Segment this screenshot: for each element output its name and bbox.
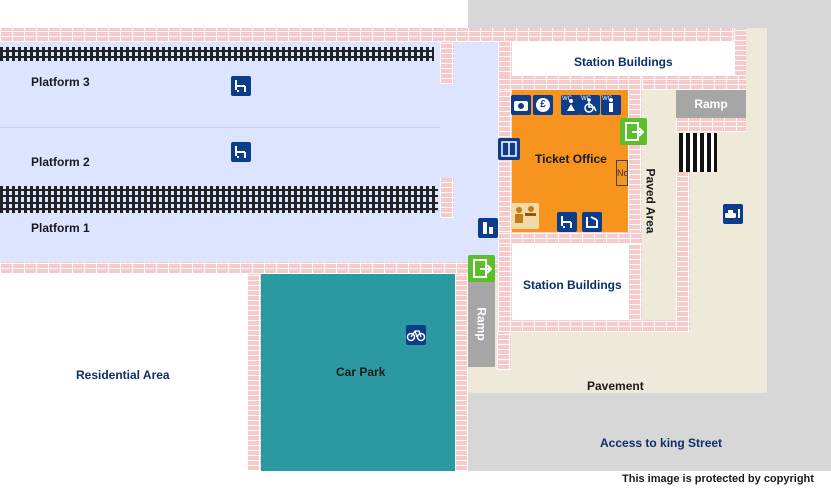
male-toilet-icon: WC bbox=[601, 95, 621, 115]
station-buildings-top-label: Station Buildings bbox=[574, 55, 673, 69]
lift-icon bbox=[498, 138, 520, 160]
access-label: Access to king Street bbox=[600, 436, 723, 450]
ramp-side-label: Ramp bbox=[474, 306, 489, 341]
station-buildings-top bbox=[512, 42, 734, 76]
taxi-icon bbox=[723, 204, 743, 224]
ticket-office-side-sign-text: No bbox=[617, 168, 628, 178]
pavement-label: Pavement bbox=[587, 379, 644, 393]
ticket-office-label: Ticket Office bbox=[535, 152, 607, 166]
bicycle-icon bbox=[406, 325, 426, 345]
seat-icon bbox=[557, 212, 577, 232]
railway-track-upper bbox=[0, 47, 434, 61]
wc-label: WC bbox=[562, 96, 572, 102]
track-buffer-upper bbox=[440, 42, 454, 84]
waiting-room-icon bbox=[582, 212, 602, 232]
seat-icon bbox=[231, 76, 251, 96]
exit-icon bbox=[620, 118, 647, 145]
residential-area-label: Residential Area bbox=[76, 368, 170, 382]
ramp-wall-top bbox=[642, 76, 746, 90]
carpark-wall-left bbox=[247, 274, 261, 471]
ramp-side-wall-bottom bbox=[497, 332, 511, 370]
railway-track-lower-1 bbox=[0, 186, 438, 200]
car-park-label: Car Park bbox=[336, 365, 386, 379]
track-buffer-lower bbox=[440, 178, 454, 218]
ticket-office-side-sign: No bbox=[616, 160, 628, 186]
ticket-office-wall-right bbox=[628, 76, 642, 320]
staff-help-icon bbox=[511, 203, 539, 229]
station-wall-inner-left bbox=[498, 42, 512, 332]
exit-icon bbox=[468, 255, 495, 282]
station-wall-top bbox=[0, 28, 746, 42]
female-toilet-icon: WC bbox=[561, 95, 581, 115]
station-buildings-bottom-label: Station Buildings bbox=[523, 278, 622, 292]
copyright-notice: This image is protected by copyright bbox=[622, 473, 814, 485]
car-park bbox=[261, 274, 455, 471]
photo-booth-icon bbox=[511, 95, 531, 115]
accessible-toilet-icon: WC bbox=[580, 95, 600, 115]
platform-2-label: Platform 2 bbox=[31, 155, 90, 169]
paved-wall-right bbox=[676, 172, 690, 332]
ramp-top: Ramp bbox=[676, 90, 746, 118]
zebra-crossing bbox=[679, 133, 717, 172]
station-wall-bottom bbox=[498, 320, 690, 332]
platform-1-label: Platform 1 bbox=[31, 221, 90, 235]
seat-icon bbox=[231, 142, 251, 162]
platform-wall-bottom bbox=[0, 262, 510, 274]
railway-track-lower-2 bbox=[0, 199, 438, 213]
station-buildings-bottom bbox=[512, 244, 628, 320]
cash-machine-icon: £ bbox=[533, 95, 553, 115]
wc-label: WC bbox=[602, 96, 612, 102]
station-wall-middle bbox=[498, 232, 642, 244]
paved-area-label: Paved Area bbox=[643, 168, 658, 234]
wc-label: WC bbox=[581, 96, 591, 102]
ramp-wall-bottom bbox=[676, 118, 746, 132]
platform-divider-a bbox=[0, 127, 440, 128]
pound-sign: £ bbox=[540, 99, 546, 110]
ramp-top-label: Ramp bbox=[694, 97, 728, 111]
platform-3-label: Platform 3 bbox=[31, 75, 90, 89]
ramp-side: Ramp bbox=[468, 280, 495, 367]
help-point-icon bbox=[478, 218, 498, 238]
carpark-wall-right bbox=[455, 274, 468, 471]
station-wall-inner-top bbox=[498, 76, 644, 90]
